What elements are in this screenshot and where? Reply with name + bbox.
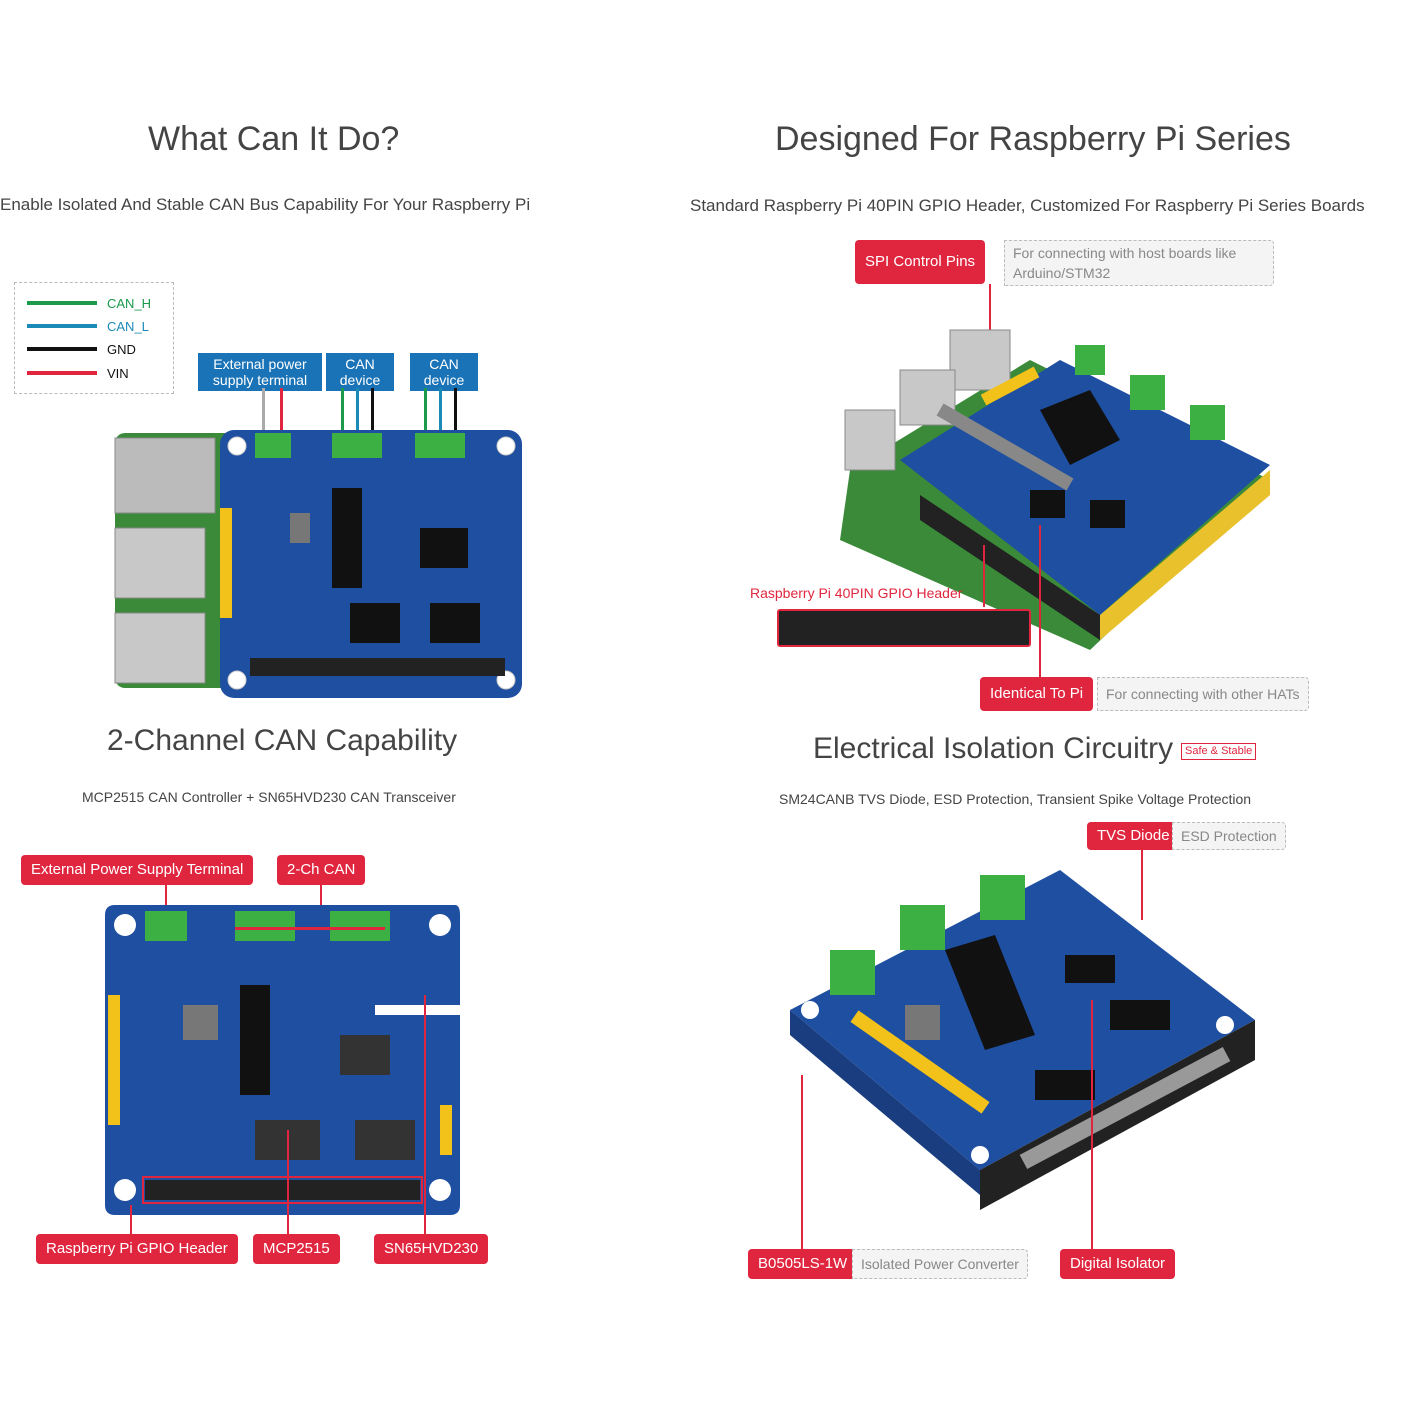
two-channel-title: 2-Channel CAN Capability	[107, 724, 458, 757]
spi-control-pins-tag: SPI Control Pins	[855, 240, 986, 284]
power-terminal-label: External power supply terminal	[198, 353, 322, 391]
b0505-tag: B0505LS-1W	[748, 1249, 858, 1279]
isolator-lead	[1091, 1000, 1093, 1250]
can-lead	[320, 885, 322, 920]
hat-top-view	[105, 905, 460, 1215]
identical-desc: For connecting with other HATs	[1097, 677, 1309, 711]
safe-stable-badge: Safe & Stable	[1181, 743, 1257, 760]
wire-legend: CAN_H CAN_L GND VIN	[14, 282, 174, 394]
hat-isometric-photo	[790, 870, 1255, 1210]
designed-for-pi-subtitle: Standard Raspberry Pi 40PIN GPIO Header,…	[690, 196, 1365, 215]
legend-gnd: GND	[27, 339, 136, 359]
mcp2515-tag: MCP2515	[253, 1234, 340, 1264]
can-device-label-1: CAN device	[326, 353, 394, 391]
designed-for-pi-title: Designed For Raspberry Pi Series	[775, 120, 1291, 158]
tvs-diode-tag: TVS Diode	[1087, 822, 1180, 850]
gpio-header-label: Raspberry Pi 40PIN GPIO Header	[750, 585, 963, 601]
gpio-header-tag: Raspberry Pi GPIO Header	[36, 1234, 238, 1264]
pi-stack-photo	[840, 329, 1270, 650]
b0505-desc: Isolated Power Converter	[852, 1249, 1028, 1279]
legend-can-l: CAN_L	[27, 316, 149, 336]
mcp-lead	[287, 1130, 289, 1235]
wiring-diagram-board	[114, 388, 522, 698]
two-ch-can-tag: 2-Ch CAN	[277, 855, 366, 885]
identical-lead-line	[1039, 525, 1041, 677]
tvs-lead	[1141, 850, 1143, 920]
identical-to-pi-tag: Identical To Pi	[980, 677, 1094, 711]
external-power-tag: External Power Supply Terminal	[21, 855, 254, 885]
legend-can-h: CAN_H	[27, 293, 151, 313]
digital-isolator-tag: Digital Isolator	[1060, 1249, 1176, 1279]
two-channel-subtitle: MCP2515 CAN Controller + SN65HVD230 CAN …	[82, 789, 456, 805]
sn-lead	[424, 995, 426, 1235]
isolation-subtitle: SM24CANB TVS Diode, ESD Protection, Tran…	[779, 791, 1252, 807]
power-lead	[165, 885, 167, 920]
tvs-desc: ESD Protection	[1172, 822, 1286, 850]
can-device-label-2: CAN device	[410, 353, 478, 391]
spi-control-desc: For connecting with host boards like Ard…	[1004, 240, 1274, 286]
gpio-header-picture	[777, 609, 1031, 647]
gpio-bottom-lead	[130, 1205, 132, 1235]
what-can-it-do-title: What Can It Do?	[148, 120, 400, 158]
what-can-it-do-subtitle: Enable Isolated And Stable CAN Bus Capab…	[0, 195, 531, 214]
gpio-lead-line	[983, 545, 985, 607]
legend-vin: VIN	[27, 363, 129, 383]
sn65hvd230-tag: SN65HVD230	[374, 1234, 489, 1264]
b0505-lead	[801, 1075, 803, 1250]
isolation-title: Electrical Isolation Circuitry	[813, 732, 1174, 765]
